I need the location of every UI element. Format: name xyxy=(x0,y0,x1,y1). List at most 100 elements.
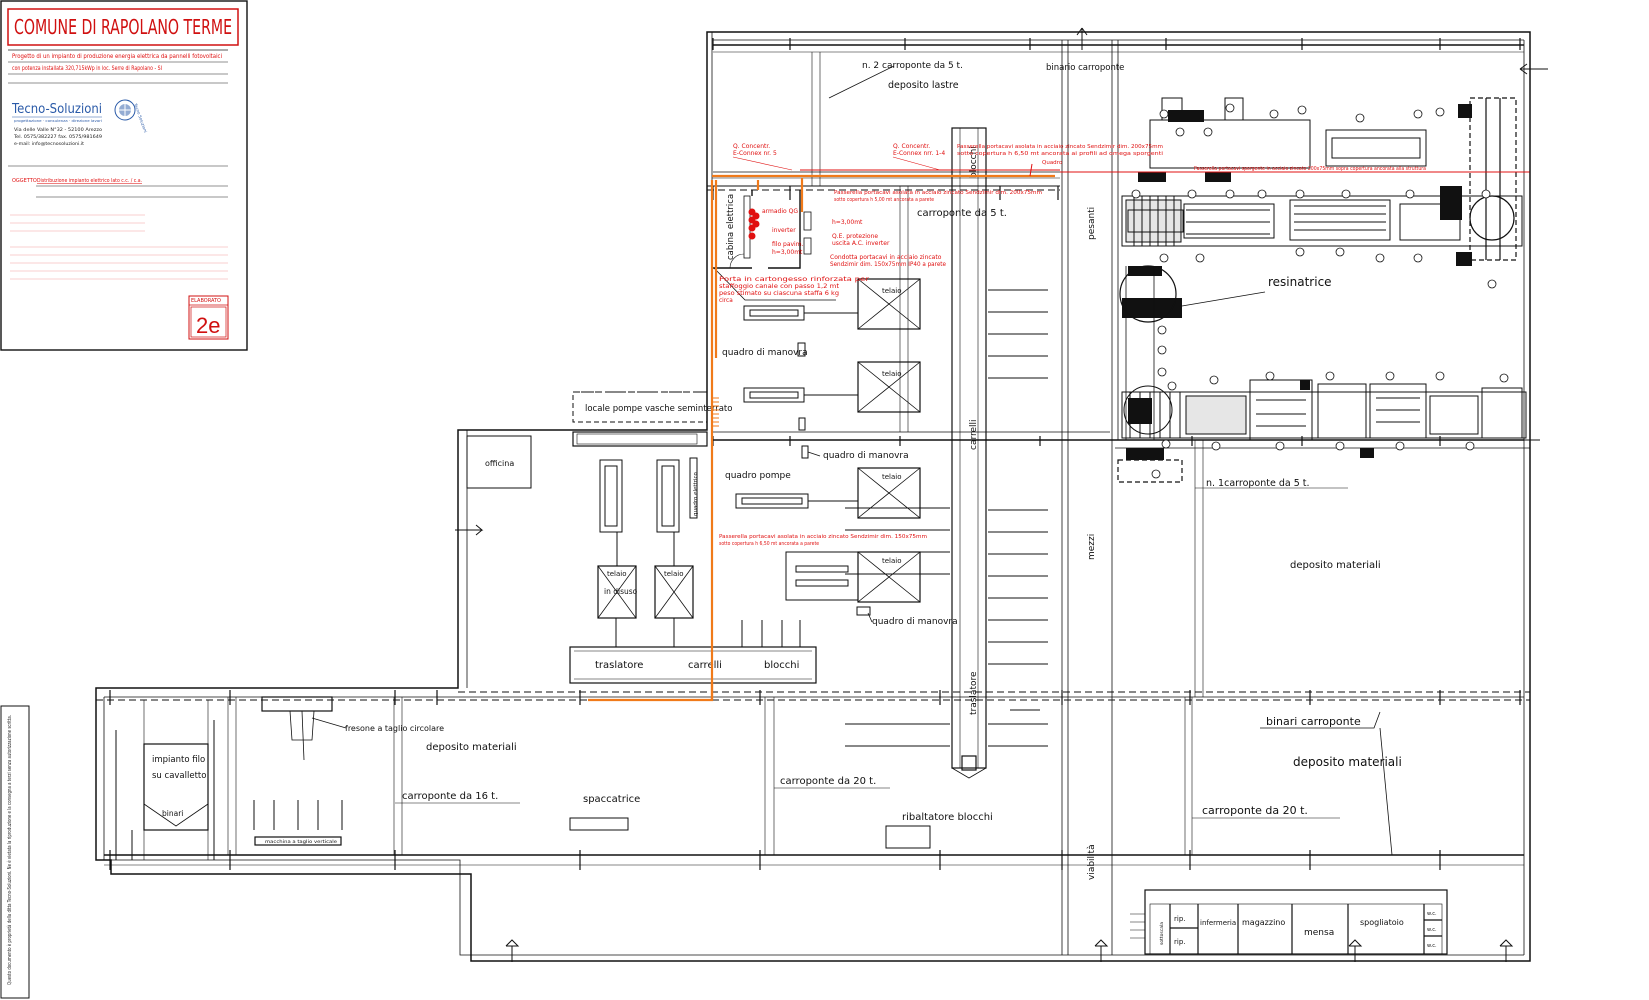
label-carrelli-vertical: carrelli xyxy=(969,419,979,450)
note-passerella-cab-1: Passerella portacavi asolata in acciaio … xyxy=(834,190,1042,196)
company-phone: Tel. 0575/382227 fax. 0575/981649 xyxy=(13,134,102,140)
traslatore-legs xyxy=(615,618,801,647)
quadro-boxes xyxy=(689,342,871,616)
note-condotta-1: Condotta portacavi in acciaio zincato xyxy=(830,254,942,261)
locale-pompe xyxy=(466,391,708,489)
posts xyxy=(115,720,343,860)
transfer-rail-right xyxy=(1117,97,1517,483)
label-filo-pavim: filo pavim. xyxy=(772,241,804,248)
label-blocchi-vertical: blocchi xyxy=(969,146,979,178)
label-telaio-in-disuso: in disuso xyxy=(604,587,638,596)
label-mensa: mensa xyxy=(1304,928,1334,938)
label-impianto-filo-2: su cavalletto xyxy=(152,771,206,781)
note-cavi: Passerella portacavi sporgente in acciai… xyxy=(1194,166,1426,172)
traslatore-box xyxy=(569,646,817,684)
note-quadro: Quadro xyxy=(1042,160,1063,166)
label-rip-1: rip. xyxy=(1174,915,1186,923)
label-macchina-taglio: macchina a taglio verticale xyxy=(265,839,337,845)
label-quadro-manovra-2: quadro di manovra xyxy=(823,451,909,461)
note-q-concentr-1a: Q. Concentr. xyxy=(733,143,770,150)
label-sottoscala: sottoscala xyxy=(1159,922,1165,945)
cable-route-hatch xyxy=(711,397,719,427)
note-passerella-bot-2: sotto copertura h 6,50 mt ancorata a par… xyxy=(719,541,819,547)
label-magazzino: magazzino xyxy=(1242,918,1285,927)
label-telaio-4: telaio xyxy=(882,557,902,565)
label-traslatore-vertical: traslatore xyxy=(969,671,979,715)
production-line-bottom-dark xyxy=(1126,380,1374,460)
elaborato-label: ELABORATO xyxy=(191,298,221,304)
revision-table xyxy=(10,214,228,280)
label-deposito-materiali-br: deposito materiali xyxy=(1293,755,1402,769)
label-binari: binari xyxy=(162,809,183,818)
label-quadro-elettrico: quadro elettrico xyxy=(693,471,699,516)
cable-route xyxy=(588,174,1055,702)
label-wc-2: w.c. xyxy=(1427,927,1437,933)
telaio-frames xyxy=(597,278,921,619)
production-line-bottom xyxy=(1121,379,1527,441)
cable-route-top-red xyxy=(800,163,1530,177)
label-carroponte-20-right: carroponte da 20 t. xyxy=(1202,804,1308,817)
label-carroponte-5-top: n. 2 carroponte da 5 t. xyxy=(862,61,963,71)
elaborato-value: 2e xyxy=(196,313,220,338)
company-address: Via delle Valle N°32 - 52100 Arezzo xyxy=(14,127,102,133)
entrance-arrows xyxy=(455,27,1548,962)
label-carroponte-16: carroponte da 16 t. xyxy=(402,791,498,802)
label-traslatore: traslatore xyxy=(595,660,643,671)
label-binari-carroponte: binari carroponte xyxy=(1266,715,1361,728)
label-mezzi: mezzi xyxy=(1087,534,1097,560)
crane-rails xyxy=(96,189,1530,701)
rail-comb xyxy=(845,289,1048,747)
label-pesanti: pesanti xyxy=(1087,207,1097,240)
note-porta-4: circa xyxy=(719,298,733,304)
note-passerella-top-1: Passerella portacavi asolata in acciaio … xyxy=(957,144,1163,150)
label-spaccatrice: spaccatrice xyxy=(583,794,640,805)
title-block: COMUNE DI RAPOLANO TERME Progetto di un … xyxy=(0,0,248,351)
side-note: Questo documento è proprietà della ditta… xyxy=(6,715,13,985)
label-carroponte-5-right: n. 1carroponte da 5 t. xyxy=(1206,478,1310,489)
label-quadro-manovra-1: quadro di manovra xyxy=(722,348,808,358)
label-wc-3: w.c. xyxy=(1427,943,1437,949)
note-passerella-bot-1: Passerella portacavi asolata in acciaio … xyxy=(719,534,927,540)
traslatore-track xyxy=(951,127,987,779)
label-telaio-1: telaio xyxy=(882,287,902,295)
project-line-1: Progetto di un impianto di produzione en… xyxy=(12,54,222,60)
label-carroponte-20-mid: carroponte da 20 t. xyxy=(780,776,876,787)
company-email: e-mail: info@tecnosoluzioni.it xyxy=(14,141,84,147)
label-carroponte-5-mid: carroponte da 5 t. xyxy=(917,208,1007,219)
note-qe-protezione-2: uscita A.C. inverter xyxy=(832,240,890,247)
label-telaio-3: telaio xyxy=(882,473,902,481)
side-note-box: Questo documento è proprietà della ditta… xyxy=(0,705,30,999)
label-deposito-lastre: deposito lastre xyxy=(888,80,959,91)
note-qe-protezione-1: Q.E. protezione xyxy=(832,233,878,240)
machine-markers xyxy=(1131,103,1509,479)
label-blocchi: blocchi xyxy=(764,660,799,671)
label-ribaltatore: ribaltatore blocchi xyxy=(902,812,993,823)
note-condotta-2: Sendzimir dim. 150x75mm IP40 a parete xyxy=(830,261,946,268)
comune-title: COMUNE DI RAPOLANO TERME xyxy=(14,15,232,39)
note-q-concentr-2a: Q. Concentr. xyxy=(893,143,930,150)
label-h-a: h=3,00mt xyxy=(832,219,863,226)
oggetto-label: OGGETTO xyxy=(12,178,37,184)
production-line-top xyxy=(1121,97,1523,247)
label-fresone: fresone a taglio circolare xyxy=(345,724,444,733)
label-telaio-2: telaio xyxy=(882,370,902,378)
note-passerella-cab-2: sotto copertura h 5,00 mt ancorata a par… xyxy=(834,197,934,203)
company-tagline: progettazione · consulenza · direzione l… xyxy=(14,119,102,123)
oggetto-value: Distribuzione impianto elettrico lato c.… xyxy=(37,178,142,184)
label-h-b: h=3,00mt xyxy=(772,249,803,256)
label-deposito-materiali-left: deposito materiali xyxy=(426,742,517,753)
project-line-2: con potenza installata 320,715kWp in loc… xyxy=(12,66,162,72)
label-resinatrice: resinatrice xyxy=(1268,275,1332,289)
inverter-icons xyxy=(748,208,760,240)
note-porta-1: Porta in cartongesso rinforzata per xyxy=(719,277,870,283)
label-deposito-materiali-right: deposito materiali xyxy=(1290,560,1381,571)
label-binario-carroponte: binario carroponte xyxy=(1046,63,1124,73)
label-viabilita: viabilità xyxy=(1087,844,1097,880)
label-telaio-5: telaio xyxy=(607,570,627,578)
note-passerella-top-2: sotto copertura h 6,50 mt ancorata ai pr… xyxy=(957,151,1164,157)
label-wc-1: w.c. xyxy=(1427,911,1437,917)
note-porta-3: peso stimato su ciascuna staffa 6 kg xyxy=(719,291,839,297)
note-q-concentr-1b: E-Connex nr. 5 xyxy=(733,150,777,157)
label-cabina-elettrica: cabina elettrica xyxy=(726,194,736,260)
